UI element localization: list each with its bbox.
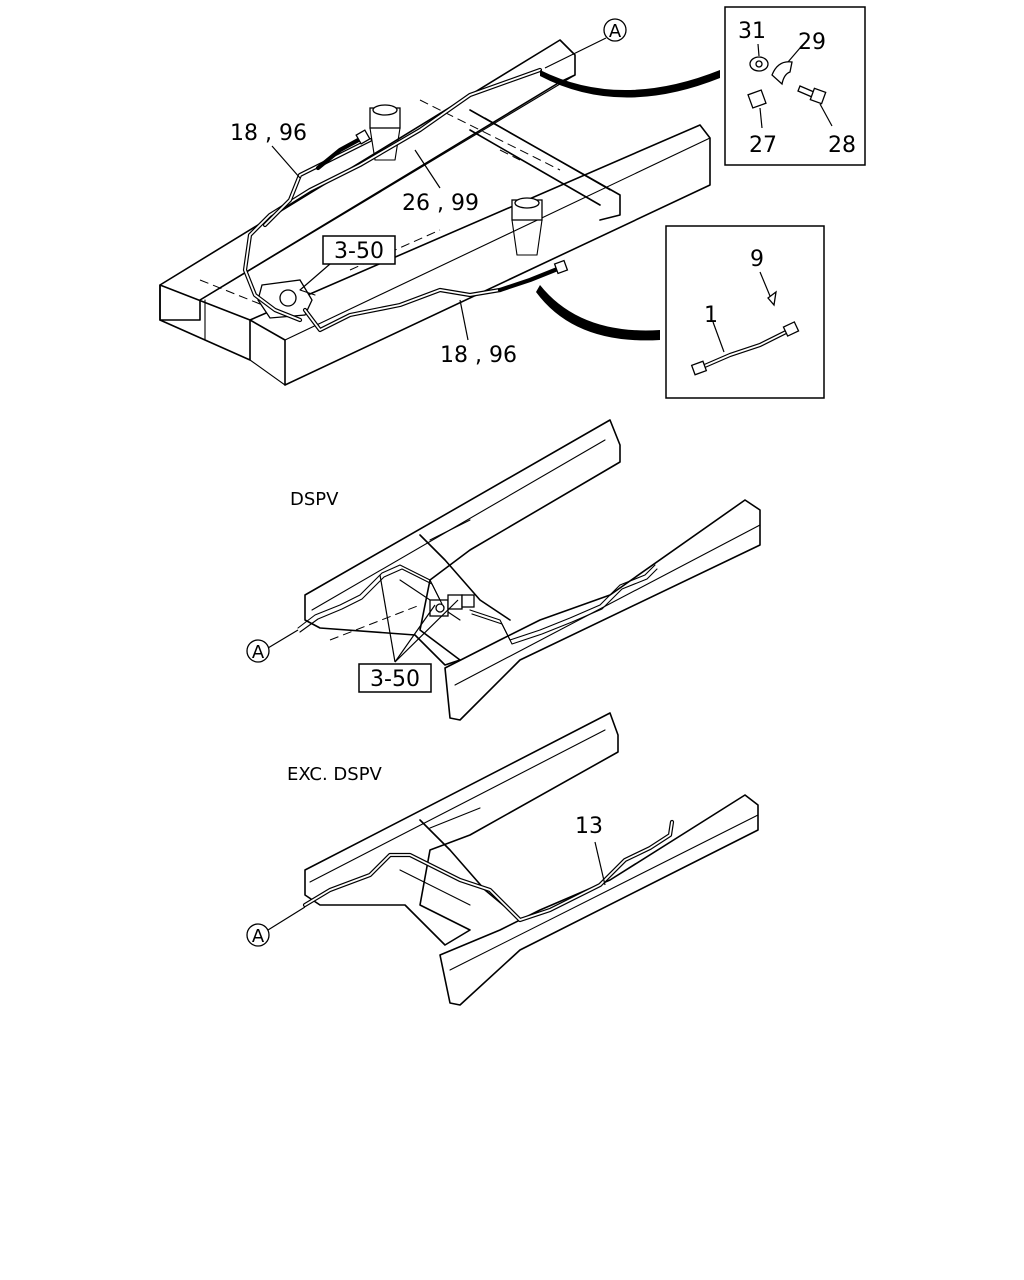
dspv-valve-unit bbox=[429, 594, 475, 617]
inset-hose: 9 1 bbox=[665, 225, 825, 399]
callout-3-50-top: 3-50 bbox=[299, 235, 396, 291]
dspv-frame-assembly: DSPV bbox=[290, 419, 761, 721]
clip-29-label: 29 bbox=[798, 30, 826, 55]
exc-dspv-brake-pipe-13 bbox=[302, 819, 675, 923]
bolt-28-label: 28 bbox=[828, 133, 856, 158]
ref-marker-a-exc-dspv: A bbox=[246, 906, 306, 947]
callout-13-label: 13 bbox=[575, 814, 603, 839]
clip-29: 29 bbox=[771, 30, 826, 86]
ref-marker-a-top: A bbox=[544, 18, 627, 69]
bolt-28: 28 bbox=[797, 85, 856, 158]
inset-fasteners: 31 29 27 28 bbox=[724, 6, 866, 166]
ref-marker-a-dspv: A bbox=[246, 629, 299, 663]
callout-18-96-upper-label: 18 , 96 bbox=[230, 121, 307, 146]
top-hose-lower bbox=[497, 259, 569, 293]
ref-marker-a-label: A bbox=[609, 21, 622, 42]
callout-26-99: 26 , 99 bbox=[402, 149, 479, 216]
top-brake-pipes bbox=[242, 67, 543, 333]
callout-3-50-dspv-label: 3-50 bbox=[370, 667, 420, 692]
frame-bracket bbox=[369, 104, 401, 161]
collar-27: 27 bbox=[747, 89, 777, 158]
ref-marker-a-exc-dspv-label: A bbox=[252, 926, 265, 947]
frame-bracket bbox=[511, 197, 543, 256]
collar-27-label: 27 bbox=[749, 133, 777, 158]
top-hose-upper bbox=[315, 129, 371, 171]
callout-18-96-lower-label: 18 , 96 bbox=[440, 343, 517, 368]
exc-dspv-frame-assembly: EXC. DSPV bbox=[287, 712, 759, 1006]
exc-dspv-heading: EXC. DSPV bbox=[287, 764, 383, 785]
callout-18-96-lower: 18 , 96 bbox=[440, 299, 517, 368]
clip-9-label: 9 bbox=[750, 247, 764, 272]
hose-1: 1 bbox=[690, 303, 800, 376]
nut-31-label: 31 bbox=[738, 19, 766, 44]
top-frame-assembly bbox=[159, 39, 711, 386]
ref-marker-a-dspv-label: A bbox=[252, 642, 265, 663]
callout-26-99-label: 26 , 99 bbox=[402, 191, 479, 216]
inset-pointer-upper bbox=[540, 70, 720, 98]
callout-3-50-dspv: 3-50 bbox=[358, 574, 459, 693]
dspv-heading: DSPV bbox=[290, 489, 339, 510]
callout-13: 13 bbox=[575, 814, 606, 886]
nut-31: 31 bbox=[738, 19, 769, 72]
dspv-brake-pipes bbox=[297, 564, 658, 645]
callout-18-96-upper: 18 , 96 bbox=[230, 121, 307, 179]
hose-1-label: 1 bbox=[704, 303, 718, 328]
callout-3-50-top-label: 3-50 bbox=[334, 239, 384, 264]
inset-pointer-lower bbox=[536, 285, 660, 341]
clip-9: 9 bbox=[750, 247, 777, 307]
